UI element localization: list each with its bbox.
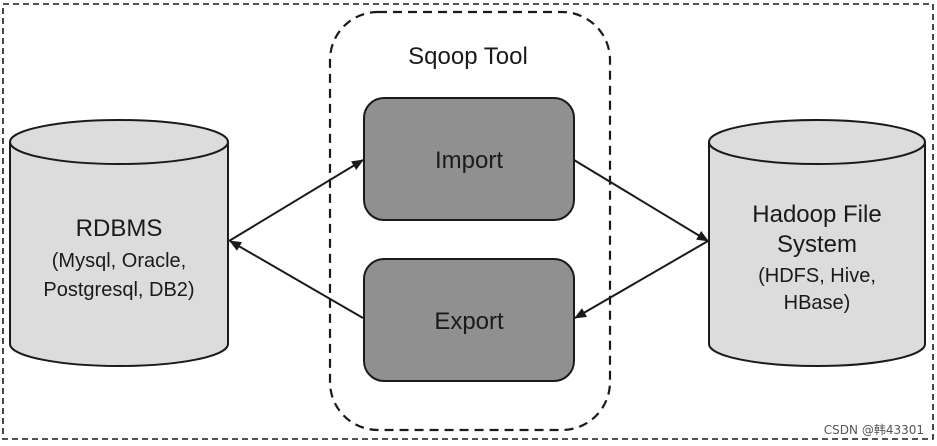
- export-box: Export: [363, 258, 575, 382]
- rdbms-cylinder-body: [9, 142, 229, 367]
- watermark-text: CSDN @韩43301: [824, 422, 924, 437]
- outer-dashed-frame: [2, 3, 934, 440]
- hadoop-cylinder-top: [708, 119, 926, 165]
- import-box: Import: [363, 97, 575, 221]
- rdbms-cylinder: RDBMS (Mysql, Oracle, Postgresql, DB2): [9, 119, 229, 367]
- hadoop-cylinder-body: [708, 142, 926, 367]
- import-label: Import: [435, 147, 503, 174]
- hadoop-detail-line1: (HDFS, Hive,: [758, 265, 876, 287]
- rdbms-title: RDBMS: [76, 215, 163, 242]
- arrow-export-to-rdbms: [229, 240, 364, 319]
- sqoop-tool-title: Sqoop Tool: [408, 43, 528, 70]
- hadoop-cylinder: Hadoop File System (HDFS, Hive, HBase): [708, 119, 926, 367]
- export-box-shape: [363, 258, 575, 382]
- import-box-shape: [363, 97, 575, 221]
- arrow-hadoop-to-export: [574, 240, 709, 319]
- rdbms-detail-line1: (Mysql, Oracle,: [52, 250, 186, 272]
- hadoop-title-line2: System: [777, 231, 857, 258]
- rdbms-cylinder-top: [9, 119, 229, 165]
- arrow-import-to-hadoop: [573, 159, 709, 242]
- hadoop-detail-line2: HBase): [784, 292, 851, 314]
- sqoop-tool-group: [328, 10, 612, 432]
- export-label: Export: [434, 308, 504, 335]
- rdbms-detail-line2: Postgresql, DB2): [43, 279, 194, 301]
- hadoop-title-line1: Hadoop File: [752, 201, 881, 228]
- arrow-rdbms-to-import: [228, 159, 364, 242]
